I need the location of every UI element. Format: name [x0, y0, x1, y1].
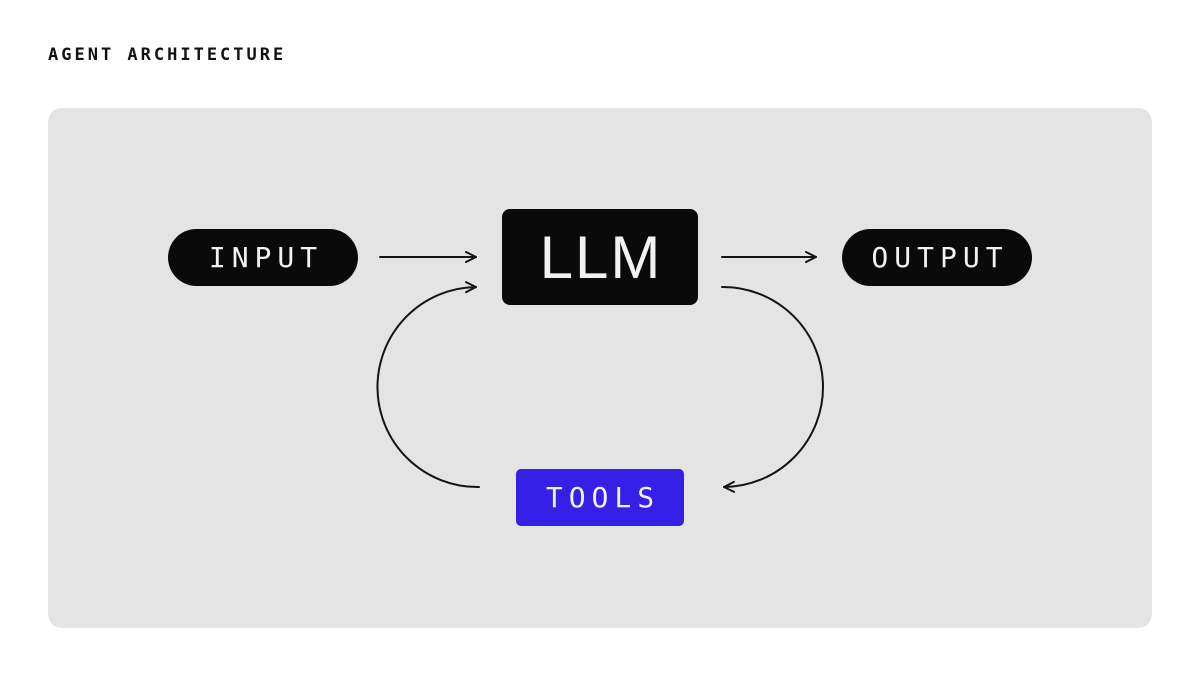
node-llm: LLM [502, 209, 698, 305]
node-tools-label: TOOLS [545, 481, 661, 514]
node-llm-label: LLM [539, 223, 663, 291]
diagram-arrows [376, 251, 824, 493]
node-input-label: INPUT [208, 241, 324, 274]
node-output: OUTPUT [842, 229, 1032, 286]
arrow-llm-to-tools [721, 285, 824, 493]
diagram-canvas: INPUT LLM OUTPUT TOOLS [48, 108, 1152, 628]
node-tools: TOOLS [516, 469, 684, 526]
node-output-label: OUTPUT [871, 241, 1009, 274]
page-title: AGENT ARCHITECTURE [48, 45, 287, 65]
node-input: INPUT [168, 229, 358, 286]
arrow-tools-to-llm [376, 281, 480, 489]
